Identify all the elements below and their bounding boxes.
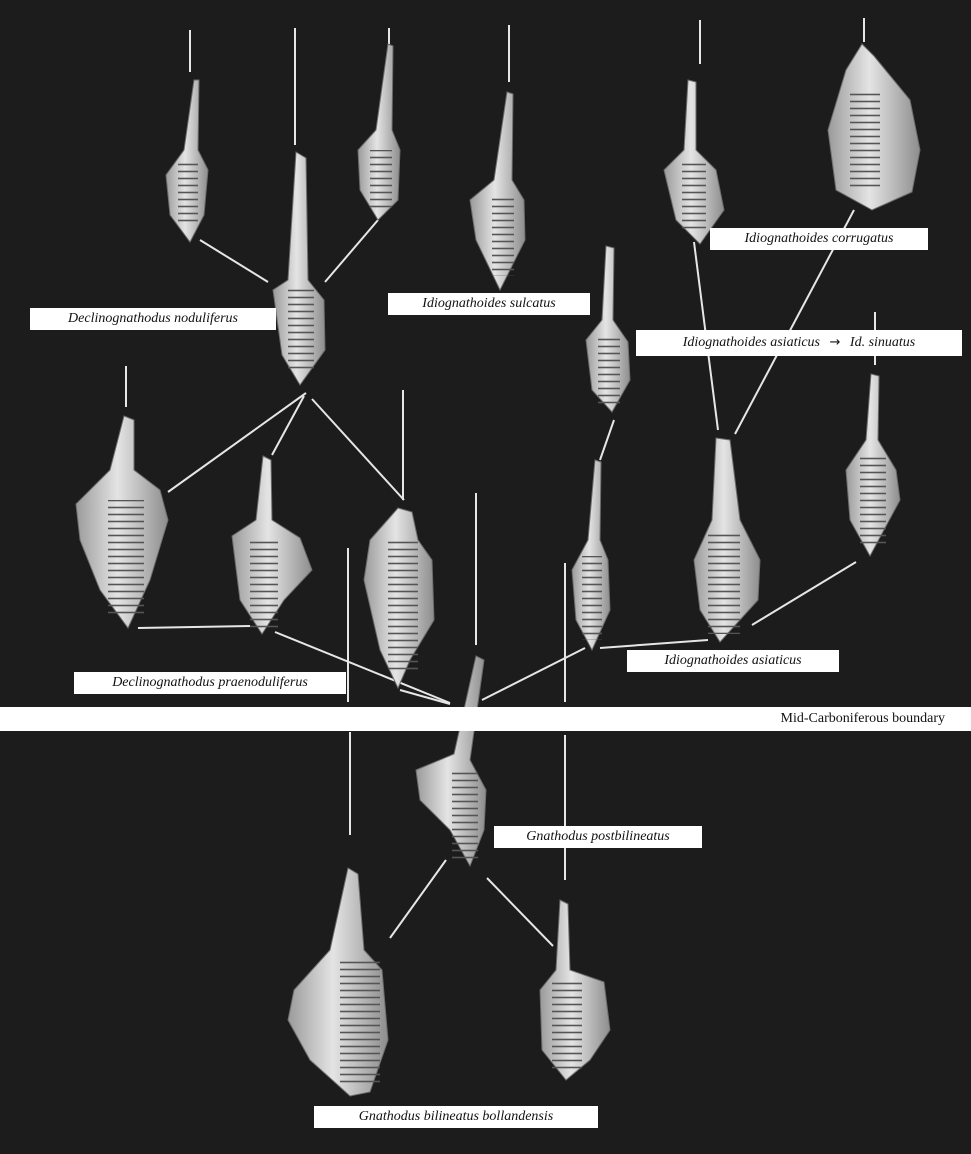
specimen — [540, 900, 610, 1080]
lineage-line — [168, 393, 306, 492]
label-idiognathoides-corrugatus: Idiognathoides corrugatus — [710, 228, 928, 250]
label-declinognathodus-noduliferus: Declinognathodus noduliferus — [30, 308, 276, 330]
label-text: Id. sinuatus — [850, 335, 915, 350]
specimen — [288, 868, 388, 1096]
specimen — [694, 438, 760, 642]
specimen — [846, 374, 900, 556]
lineage-line — [390, 860, 446, 938]
specimen — [416, 656, 486, 866]
label-text: Idiognathoides asiaticus — [683, 335, 820, 350]
lineage-line — [487, 878, 553, 946]
specimen — [364, 508, 434, 688]
label-gnathodus-postbilineatus: Gnathodus postbilineatus — [494, 826, 702, 848]
label-text: Idiognathoides corrugatus — [745, 231, 894, 246]
lineage-line — [482, 648, 585, 700]
specimen — [828, 44, 920, 210]
label-idiognathoides-asiaticus: Idiognathoides asiaticus — [627, 650, 839, 672]
specimen — [166, 80, 208, 242]
lineage-line — [200, 240, 268, 282]
label-text: Idiognathoides asiaticus — [664, 653, 801, 668]
specimen — [586, 246, 630, 412]
lineage-line — [752, 562, 856, 625]
specimen — [76, 416, 168, 628]
label-declinognathodus-praenoduliferus: Declinognathodus praenoduliferus — [74, 672, 346, 694]
label-text: Declinognathodus praenoduliferus — [112, 675, 308, 690]
arrow-right-icon: → — [830, 335, 841, 350]
specimen — [572, 460, 610, 650]
specimens — [76, 44, 920, 1096]
lineage-line — [600, 640, 708, 648]
label-text: Gnathodus postbilineatus — [526, 829, 670, 844]
label-text: Gnathodus bilineatus bollandensis — [359, 1109, 553, 1124]
label-idiognathoides-sulcatus: Idiognathoides sulcatus — [388, 293, 590, 315]
label-idiognathoides-asiaticus-to-sinuatus: Idiognathoides asiaticus → Id. sinuatus — [636, 330, 962, 356]
specimen — [470, 92, 525, 290]
lineage-line — [600, 420, 614, 460]
specimen — [664, 80, 724, 244]
boundary-band: Mid-Carboniferous boundary — [0, 707, 971, 731]
specimen — [273, 152, 325, 385]
boundary-label: Mid-Carboniferous boundary — [781, 707, 945, 731]
specimen — [358, 44, 400, 220]
label-text: Declinognathodus noduliferus — [68, 311, 238, 326]
lineage-line — [138, 626, 250, 628]
label-text: Idiognathoides sulcatus — [422, 296, 555, 311]
label-gnathodus-bilineatus-bollandensis: Gnathodus bilineatus bollandensis — [314, 1106, 598, 1128]
specimen — [232, 456, 312, 634]
lineage-line — [325, 220, 378, 282]
lineage-line — [312, 399, 404, 500]
